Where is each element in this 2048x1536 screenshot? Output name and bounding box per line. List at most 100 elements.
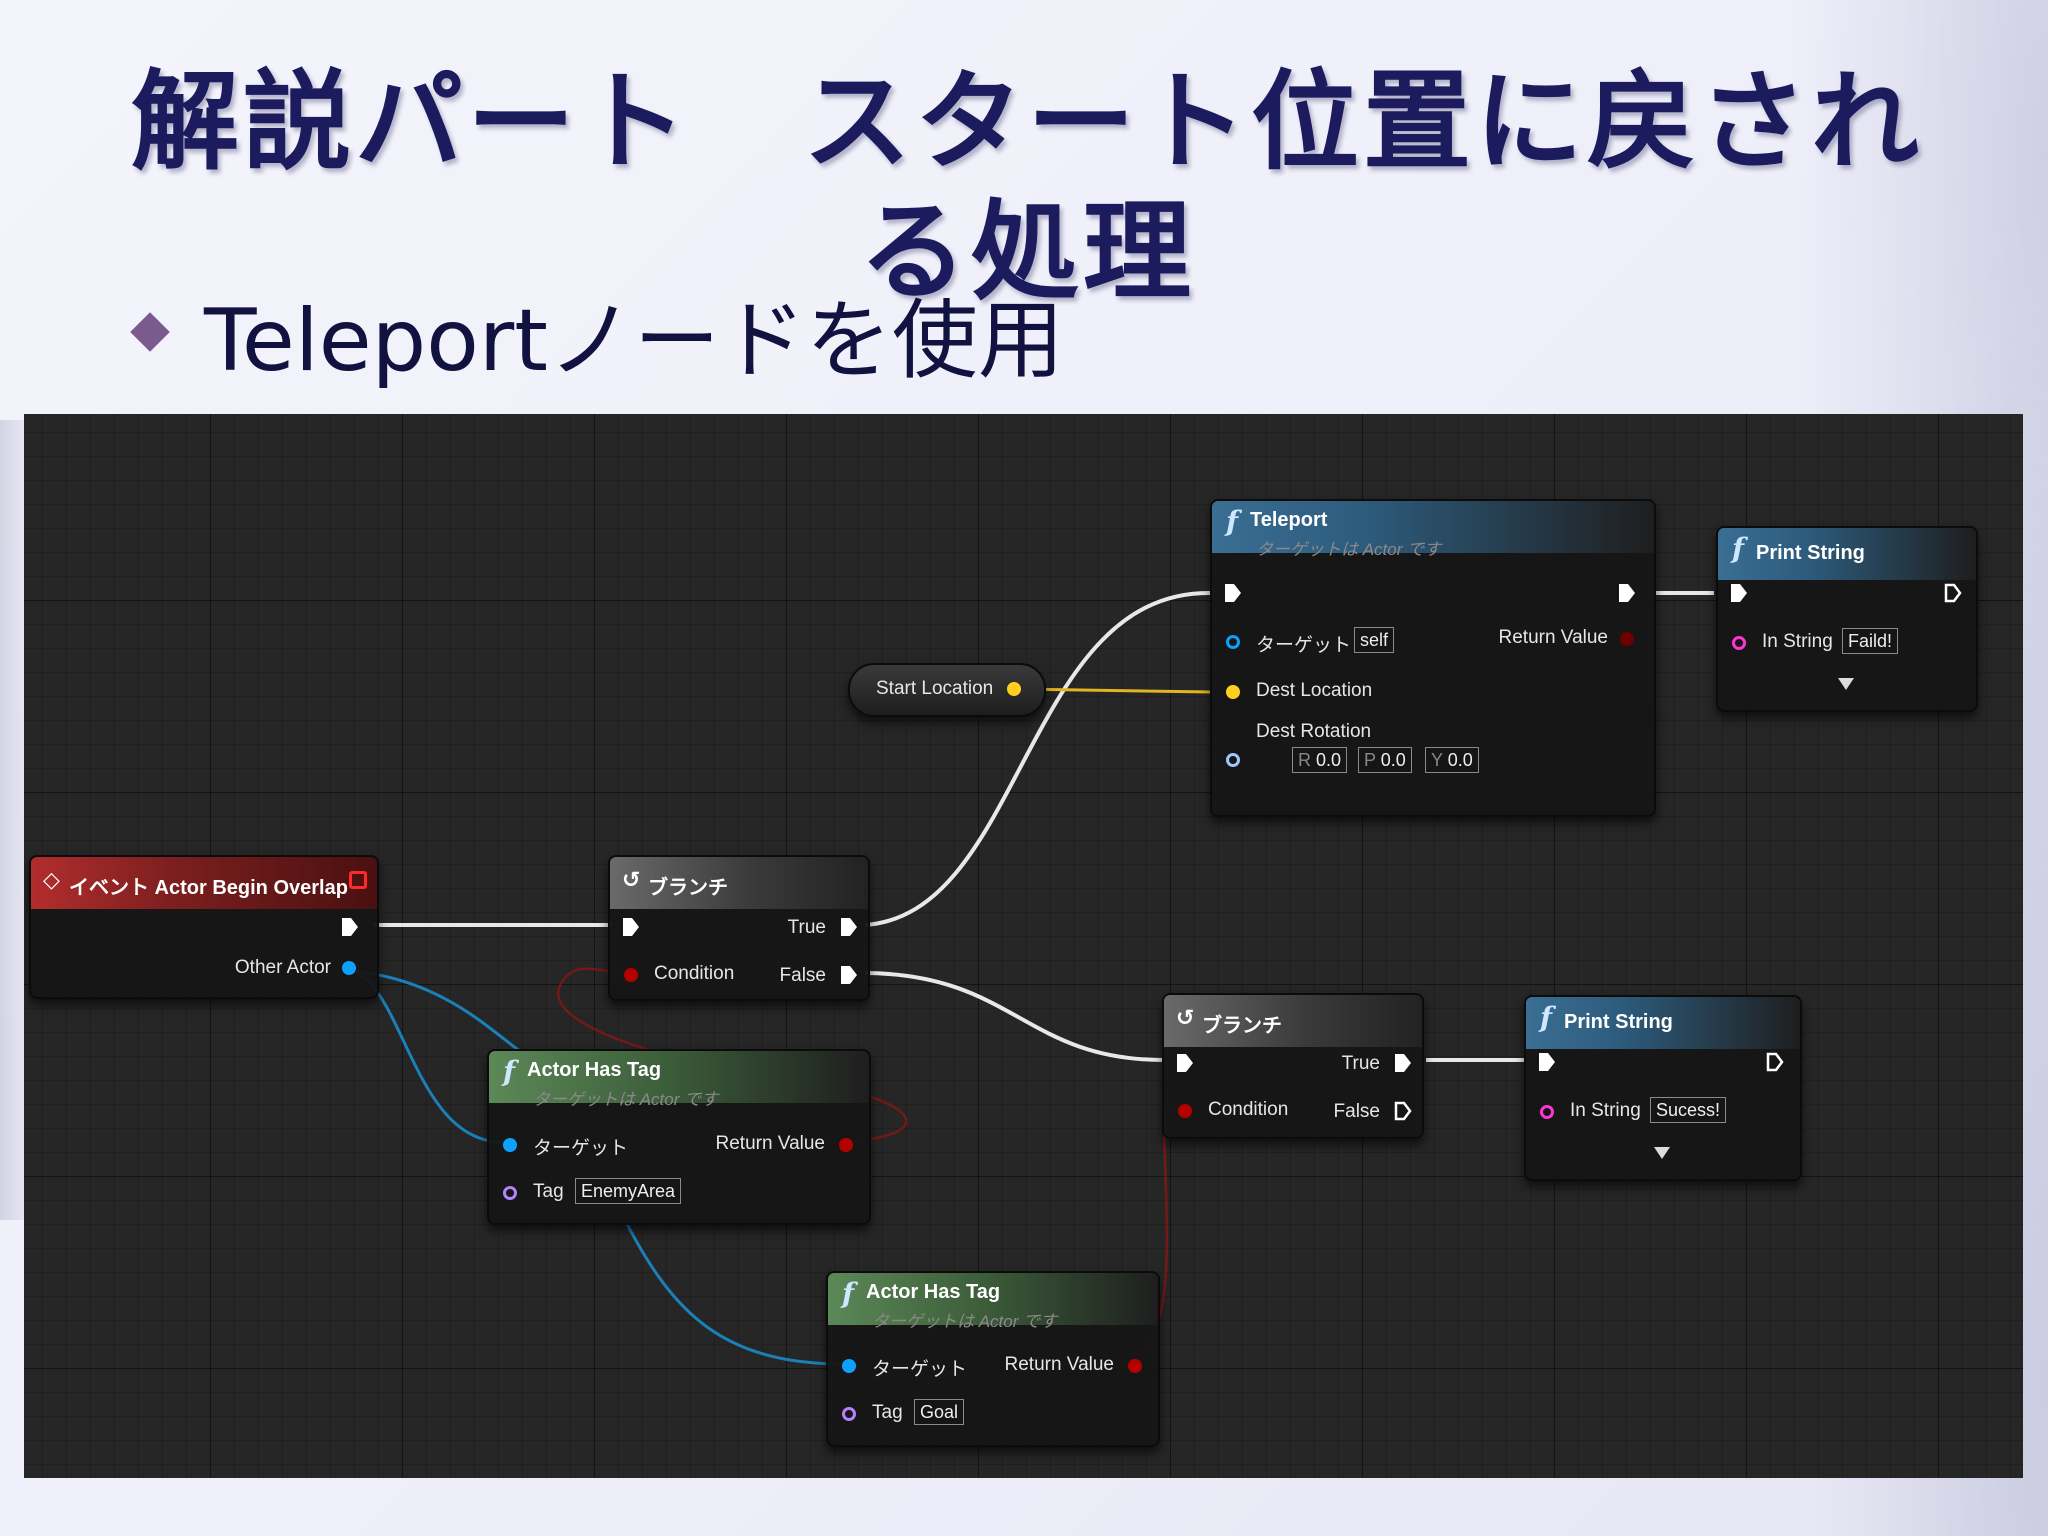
print-string-node-1[interactable]: f Print String In String Faild! bbox=[1716, 526, 1978, 712]
has-tag-1-target-pin[interactable] bbox=[503, 1138, 517, 1152]
function-icon: f bbox=[1540, 1001, 1553, 1034]
print-1-exec-out-pin[interactable] bbox=[1944, 583, 1962, 603]
wire-object-hastag1-b bbox=[350, 969, 525, 1056]
teleport-target-input[interactable]: self bbox=[1354, 627, 1395, 653]
teleport-header: f Teleport ターゲットは Actor です bbox=[1212, 501, 1654, 559]
print-2-exec-in-pin[interactable] bbox=[1538, 1052, 1556, 1072]
has-tag-2-header: f Actor Has Tag ターゲットは Actor です bbox=[828, 1273, 1158, 1331]
actor-has-tag-node-2[interactable]: f Actor Has Tag ターゲットは Actor です ターゲット Re… bbox=[826, 1271, 1160, 1447]
other-actor-pin[interactable] bbox=[342, 961, 356, 975]
other-actor-label: Other Actor bbox=[234, 957, 331, 978]
has-tag-2-target-pin[interactable] bbox=[842, 1359, 856, 1373]
has-tag-2-tag-pin[interactable] bbox=[842, 1407, 856, 1421]
branch-2-title: ブランチ bbox=[1202, 1015, 1282, 1037]
print-2-title: Print String bbox=[1564, 1011, 1673, 1033]
print-2-in-string-label: In String bbox=[1570, 1100, 1641, 1121]
print-1-in-string-pin[interactable] bbox=[1732, 636, 1746, 650]
function-icon: f bbox=[503, 1055, 516, 1088]
teleport-node[interactable]: f Teleport ターゲットは Actor です ターゲット self Re… bbox=[1210, 499, 1656, 717]
rotation-r-input[interactable]: R 0.0 bbox=[1292, 747, 1348, 773]
print-2-exec-out-pin[interactable] bbox=[1766, 1052, 1784, 1072]
rotation-p-input[interactable]: P 0.0 bbox=[1358, 747, 1412, 773]
branch-1-header: ↺ ブランチ bbox=[610, 857, 868, 909]
branch-1-condition-label: Condition bbox=[654, 963, 735, 984]
print-string-node-2[interactable]: f Print String In String Sucess! bbox=[1524, 995, 1802, 1181]
branch-1-title: ブランチ bbox=[648, 877, 728, 899]
start-location-label: Start Location bbox=[876, 678, 994, 699]
branch-2-false-pin[interactable] bbox=[1394, 1101, 1412, 1121]
print-1-in-string-label: In String bbox=[1762, 631, 1833, 652]
has-tag-1-subtitle: ターゲットは Actor です bbox=[533, 1090, 719, 1109]
has-tag-1-header: f Actor Has Tag ターゲットは Actor です bbox=[489, 1051, 869, 1109]
teleport-exec-out-pin[interactable] bbox=[1618, 583, 1636, 603]
teleport-return-label: Return Value bbox=[1498, 627, 1609, 648]
teleport-target-label: ターゲット bbox=[1256, 635, 1352, 656]
print-1-title: Print String bbox=[1756, 542, 1865, 564]
has-tag-1-title: Actor Has Tag bbox=[527, 1059, 662, 1081]
function-icon: f bbox=[842, 1277, 855, 1310]
has-tag-1-return-label: Return Value bbox=[715, 1133, 826, 1154]
has-tag-2-return-pin[interactable] bbox=[1128, 1359, 1142, 1373]
has-tag-2-target-label: ターゲット bbox=[872, 1359, 968, 1380]
has-tag-2-tag-input[interactable]: Goal bbox=[914, 1399, 965, 1425]
teleport-node-rotation-section: Dest Rotation R 0.0 P 0.0 Y 0.0 bbox=[1210, 711, 1656, 817]
teleport-target-pin[interactable] bbox=[1226, 635, 1240, 649]
has-tag-1-return-pin[interactable] bbox=[839, 1138, 853, 1152]
print-2-header: f Print String bbox=[1526, 997, 1800, 1049]
branch-2-true-label: True bbox=[1341, 1053, 1380, 1074]
branch-1-true-label: True bbox=[787, 917, 826, 938]
start-location-out-pin[interactable] bbox=[1007, 682, 1021, 696]
event-actor-begin-overlap-node[interactable]: ◇ イベント Actor Begin Overlap Other Actor bbox=[29, 855, 379, 999]
teleport-title: Teleport bbox=[1250, 509, 1328, 531]
branch-2-exec-in-pin[interactable] bbox=[1176, 1053, 1194, 1073]
bullet-text: Teleportノードを使用 bbox=[204, 290, 1064, 391]
function-icon: f bbox=[1226, 505, 1239, 538]
teleport-exec-in-pin[interactable] bbox=[1224, 583, 1242, 603]
branch-2-false-label: False bbox=[1333, 1101, 1380, 1122]
branch-1-false-label: False bbox=[779, 965, 826, 986]
branch-node-2[interactable]: ↺ ブランチ True Condition False bbox=[1162, 993, 1424, 1139]
print-2-in-string-input[interactable]: Sucess! bbox=[1650, 1097, 1727, 1123]
event-diamond-icon: ◇ bbox=[43, 867, 60, 892]
teleport-dest-rotation-pin[interactable] bbox=[1226, 753, 1240, 767]
teleport-dest-location-pin[interactable] bbox=[1226, 685, 1240, 699]
start-location-variable-node[interactable]: Start Location bbox=[848, 663, 1046, 717]
branch-2-true-pin[interactable] bbox=[1394, 1053, 1412, 1073]
has-tag-2-subtitle: ターゲットは Actor です bbox=[872, 1312, 1058, 1331]
branch-1-true-pin[interactable] bbox=[840, 917, 858, 937]
print-1-in-string-input[interactable]: Faild! bbox=[1842, 628, 1899, 654]
print-1-header: f Print String bbox=[1718, 528, 1976, 580]
print-2-expand-arrow-icon[interactable] bbox=[1654, 1147, 1670, 1159]
print-1-exec-in-pin[interactable] bbox=[1730, 583, 1748, 603]
wire-object-hastag2 bbox=[625, 1223, 845, 1366]
branch-2-condition-pin[interactable] bbox=[1178, 1104, 1192, 1118]
branch-1-exec-in-pin[interactable] bbox=[622, 917, 640, 937]
teleport-dest-rotation-label: Dest Rotation bbox=[1256, 721, 1372, 742]
teleport-return-pin[interactable] bbox=[1620, 632, 1634, 646]
actor-has-tag-node-1[interactable]: f Actor Has Tag ターゲットは Actor です ターゲット Re… bbox=[487, 1049, 871, 1225]
diamond-bullet-icon bbox=[130, 312, 170, 352]
branch-1-condition-pin[interactable] bbox=[624, 968, 638, 982]
blueprint-graph[interactable]: ◇ イベント Actor Begin Overlap Other Actor ↺… bbox=[24, 414, 2023, 1478]
print-2-in-string-pin[interactable] bbox=[1540, 1105, 1554, 1119]
wire-exec-true-teleport bbox=[864, 590, 1212, 927]
wire-vector-start-location bbox=[1016, 687, 1212, 694]
branch-node-1[interactable]: ↺ ブランチ True Condition False bbox=[608, 855, 870, 1001]
branch-icon: ↺ bbox=[1176, 1005, 1195, 1030]
has-tag-2-return-label: Return Value bbox=[1004, 1354, 1115, 1375]
print-1-expand-arrow-icon[interactable] bbox=[1838, 678, 1854, 690]
event-node-header: ◇ イベント Actor Begin Overlap bbox=[31, 857, 377, 909]
slide-title: 解説パート スタート位置に戻される処理 bbox=[130, 60, 1923, 315]
has-tag-1-tag-label: Tag bbox=[533, 1181, 564, 1202]
has-tag-1-target-label: ターゲット bbox=[533, 1138, 629, 1159]
delegate-pin[interactable] bbox=[349, 871, 367, 889]
has-tag-2-title: Actor Has Tag bbox=[866, 1281, 1001, 1303]
has-tag-1-tag-input[interactable]: EnemyArea bbox=[575, 1178, 682, 1204]
has-tag-1-tag-pin[interactable] bbox=[503, 1186, 517, 1200]
branch-1-false-pin[interactable] bbox=[840, 965, 858, 985]
branch-2-header: ↺ ブランチ bbox=[1164, 995, 1422, 1047]
function-icon: f bbox=[1732, 532, 1745, 565]
has-tag-2-tag-label: Tag bbox=[872, 1402, 903, 1423]
rotation-y-input[interactable]: Y 0.0 bbox=[1425, 747, 1479, 773]
exec-out-pin[interactable] bbox=[341, 917, 359, 937]
